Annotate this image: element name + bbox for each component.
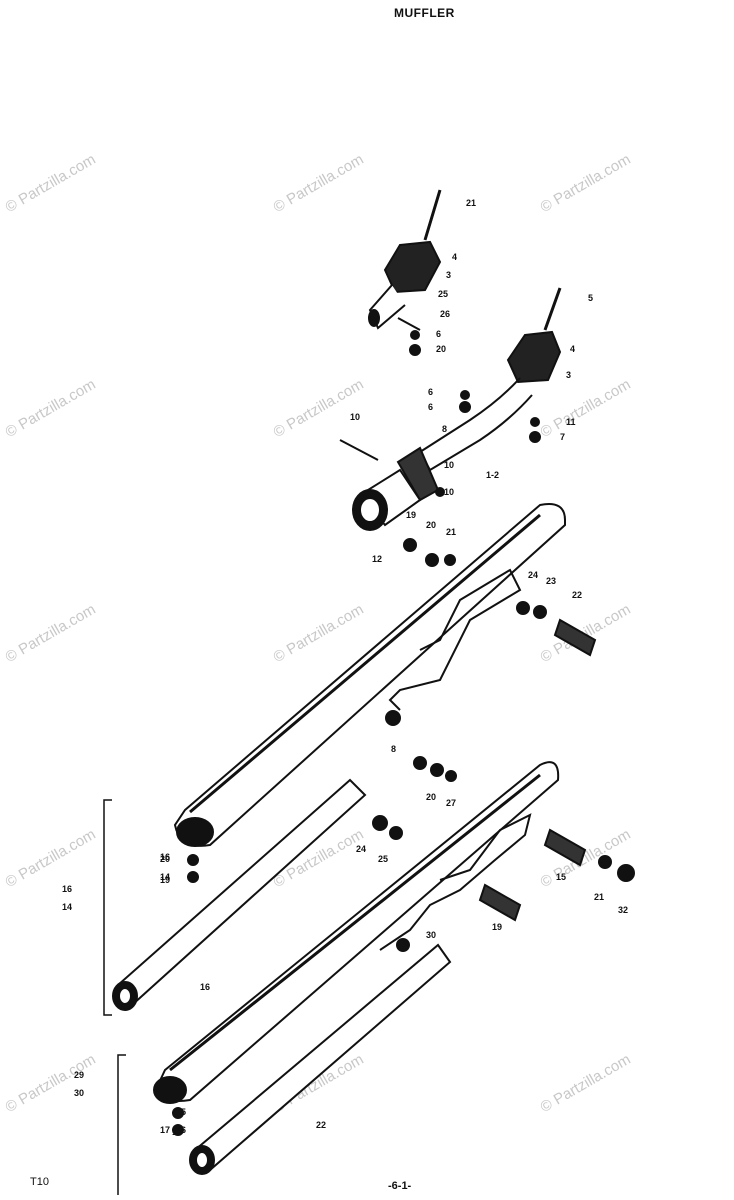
callout-label: 6 (428, 402, 433, 412)
callout-label: 11 (566, 417, 576, 427)
group-bracket-lower (117, 1054, 126, 1195)
callout-label: 8 (442, 424, 447, 434)
callout-label: 24 (356, 844, 366, 854)
callout-label: 4 (570, 344, 575, 354)
callout-label: 10 (350, 412, 360, 422)
callout-label: 6 (428, 387, 433, 397)
callout-label: 16 (160, 852, 170, 862)
callout-label: 25 (378, 854, 388, 864)
callout-label: 17 (172, 1127, 182, 1137)
callout-label: 19 (492, 922, 502, 932)
group-bracket-upper (103, 799, 112, 1016)
callout-label: 19 (160, 875, 170, 885)
callout-label: 19 (406, 510, 416, 520)
callout-label: 20 (436, 344, 446, 354)
callout-label: 15 (556, 872, 566, 882)
callout-label: 21 (446, 527, 456, 537)
callout-label: 16 (200, 982, 210, 992)
callout-label: 3 (446, 270, 451, 280)
callout-label: 23 (546, 576, 556, 586)
callout-label: 12 (372, 554, 382, 564)
callout-label: 16 (176, 1125, 186, 1135)
diagram-title: MUFFLER (394, 6, 455, 20)
tail-pipe-upper[interactable] (112, 778, 367, 1011)
callout-label: 4 (452, 252, 457, 262)
callout-label: 7 (560, 432, 565, 442)
callout-label: 10 (444, 460, 454, 470)
callout-label: 5 (588, 293, 593, 303)
group-label-lower-2: 30 (74, 1088, 84, 1098)
callout-label: 24 (528, 570, 538, 580)
callout-label: 17 (160, 1125, 170, 1135)
exhaust-pipe-middle[interactable] (339, 287, 562, 531)
page-code: T10 (30, 1176, 49, 1188)
callout-label: 10 (444, 487, 454, 497)
group-label-lower-1: 29 (74, 1070, 84, 1080)
group-label-upper-1: 16 (62, 884, 72, 894)
tail-pipe-lower[interactable] (189, 943, 452, 1175)
page-number: -6-1- (388, 1180, 412, 1192)
callout-label: 20 (426, 792, 436, 802)
callout-label: 21 (466, 198, 476, 208)
callout-label: 25 (438, 289, 448, 299)
callout-labels: 2143252662054366117108101-21012192021242… (160, 198, 628, 1137)
callout-label: 20 (426, 520, 436, 530)
group-label-upper-2: 14 (62, 902, 72, 912)
callout-label: 22 (316, 1120, 326, 1130)
exhaust-pipe-upper[interactable] (368, 189, 442, 356)
muffler-upper[interactable] (173, 503, 597, 883)
callout-label: 3 (566, 370, 571, 380)
callout-label: 32 (618, 905, 628, 915)
callout-label: 20 (160, 854, 170, 864)
callout-label: 30 (426, 930, 436, 940)
callout-label: 22 (572, 590, 582, 600)
muffler-lower[interactable] (153, 756, 635, 1136)
callout-label: 27 (446, 798, 456, 808)
callout-label: 15 (176, 1107, 186, 1117)
callout-label: 21 (594, 892, 604, 902)
callout-label: 26 (440, 309, 450, 319)
callout-label: 14 (160, 872, 170, 882)
callout-label: 8 (391, 744, 396, 754)
callout-label: 1-2 (486, 470, 499, 480)
callout-label: 6 (436, 329, 441, 339)
